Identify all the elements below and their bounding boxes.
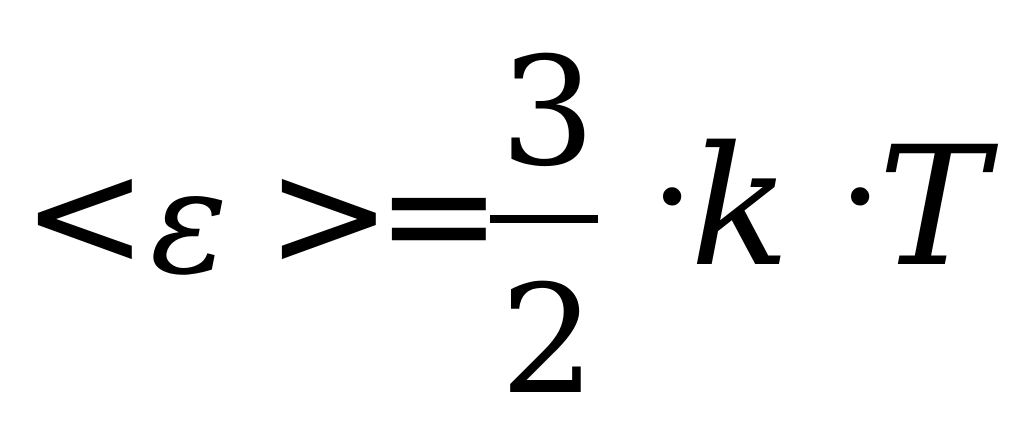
multiplication-dot: · (650, 116, 695, 279)
greater-than-symbol: > (266, 128, 392, 302)
equals-symbol: = (376, 128, 502, 302)
less-than-symbol: < (22, 128, 148, 302)
boltzmann-constant-k: k (690, 111, 790, 303)
epsilon-symbol: ε (150, 138, 228, 307)
temperature-T: T (878, 111, 989, 303)
multiplication-dot-2: · (838, 116, 883, 279)
fraction-numerator: 3 (500, 26, 596, 200)
fraction-denominator: 2 (500, 254, 596, 428)
fraction-bar (490, 215, 598, 223)
